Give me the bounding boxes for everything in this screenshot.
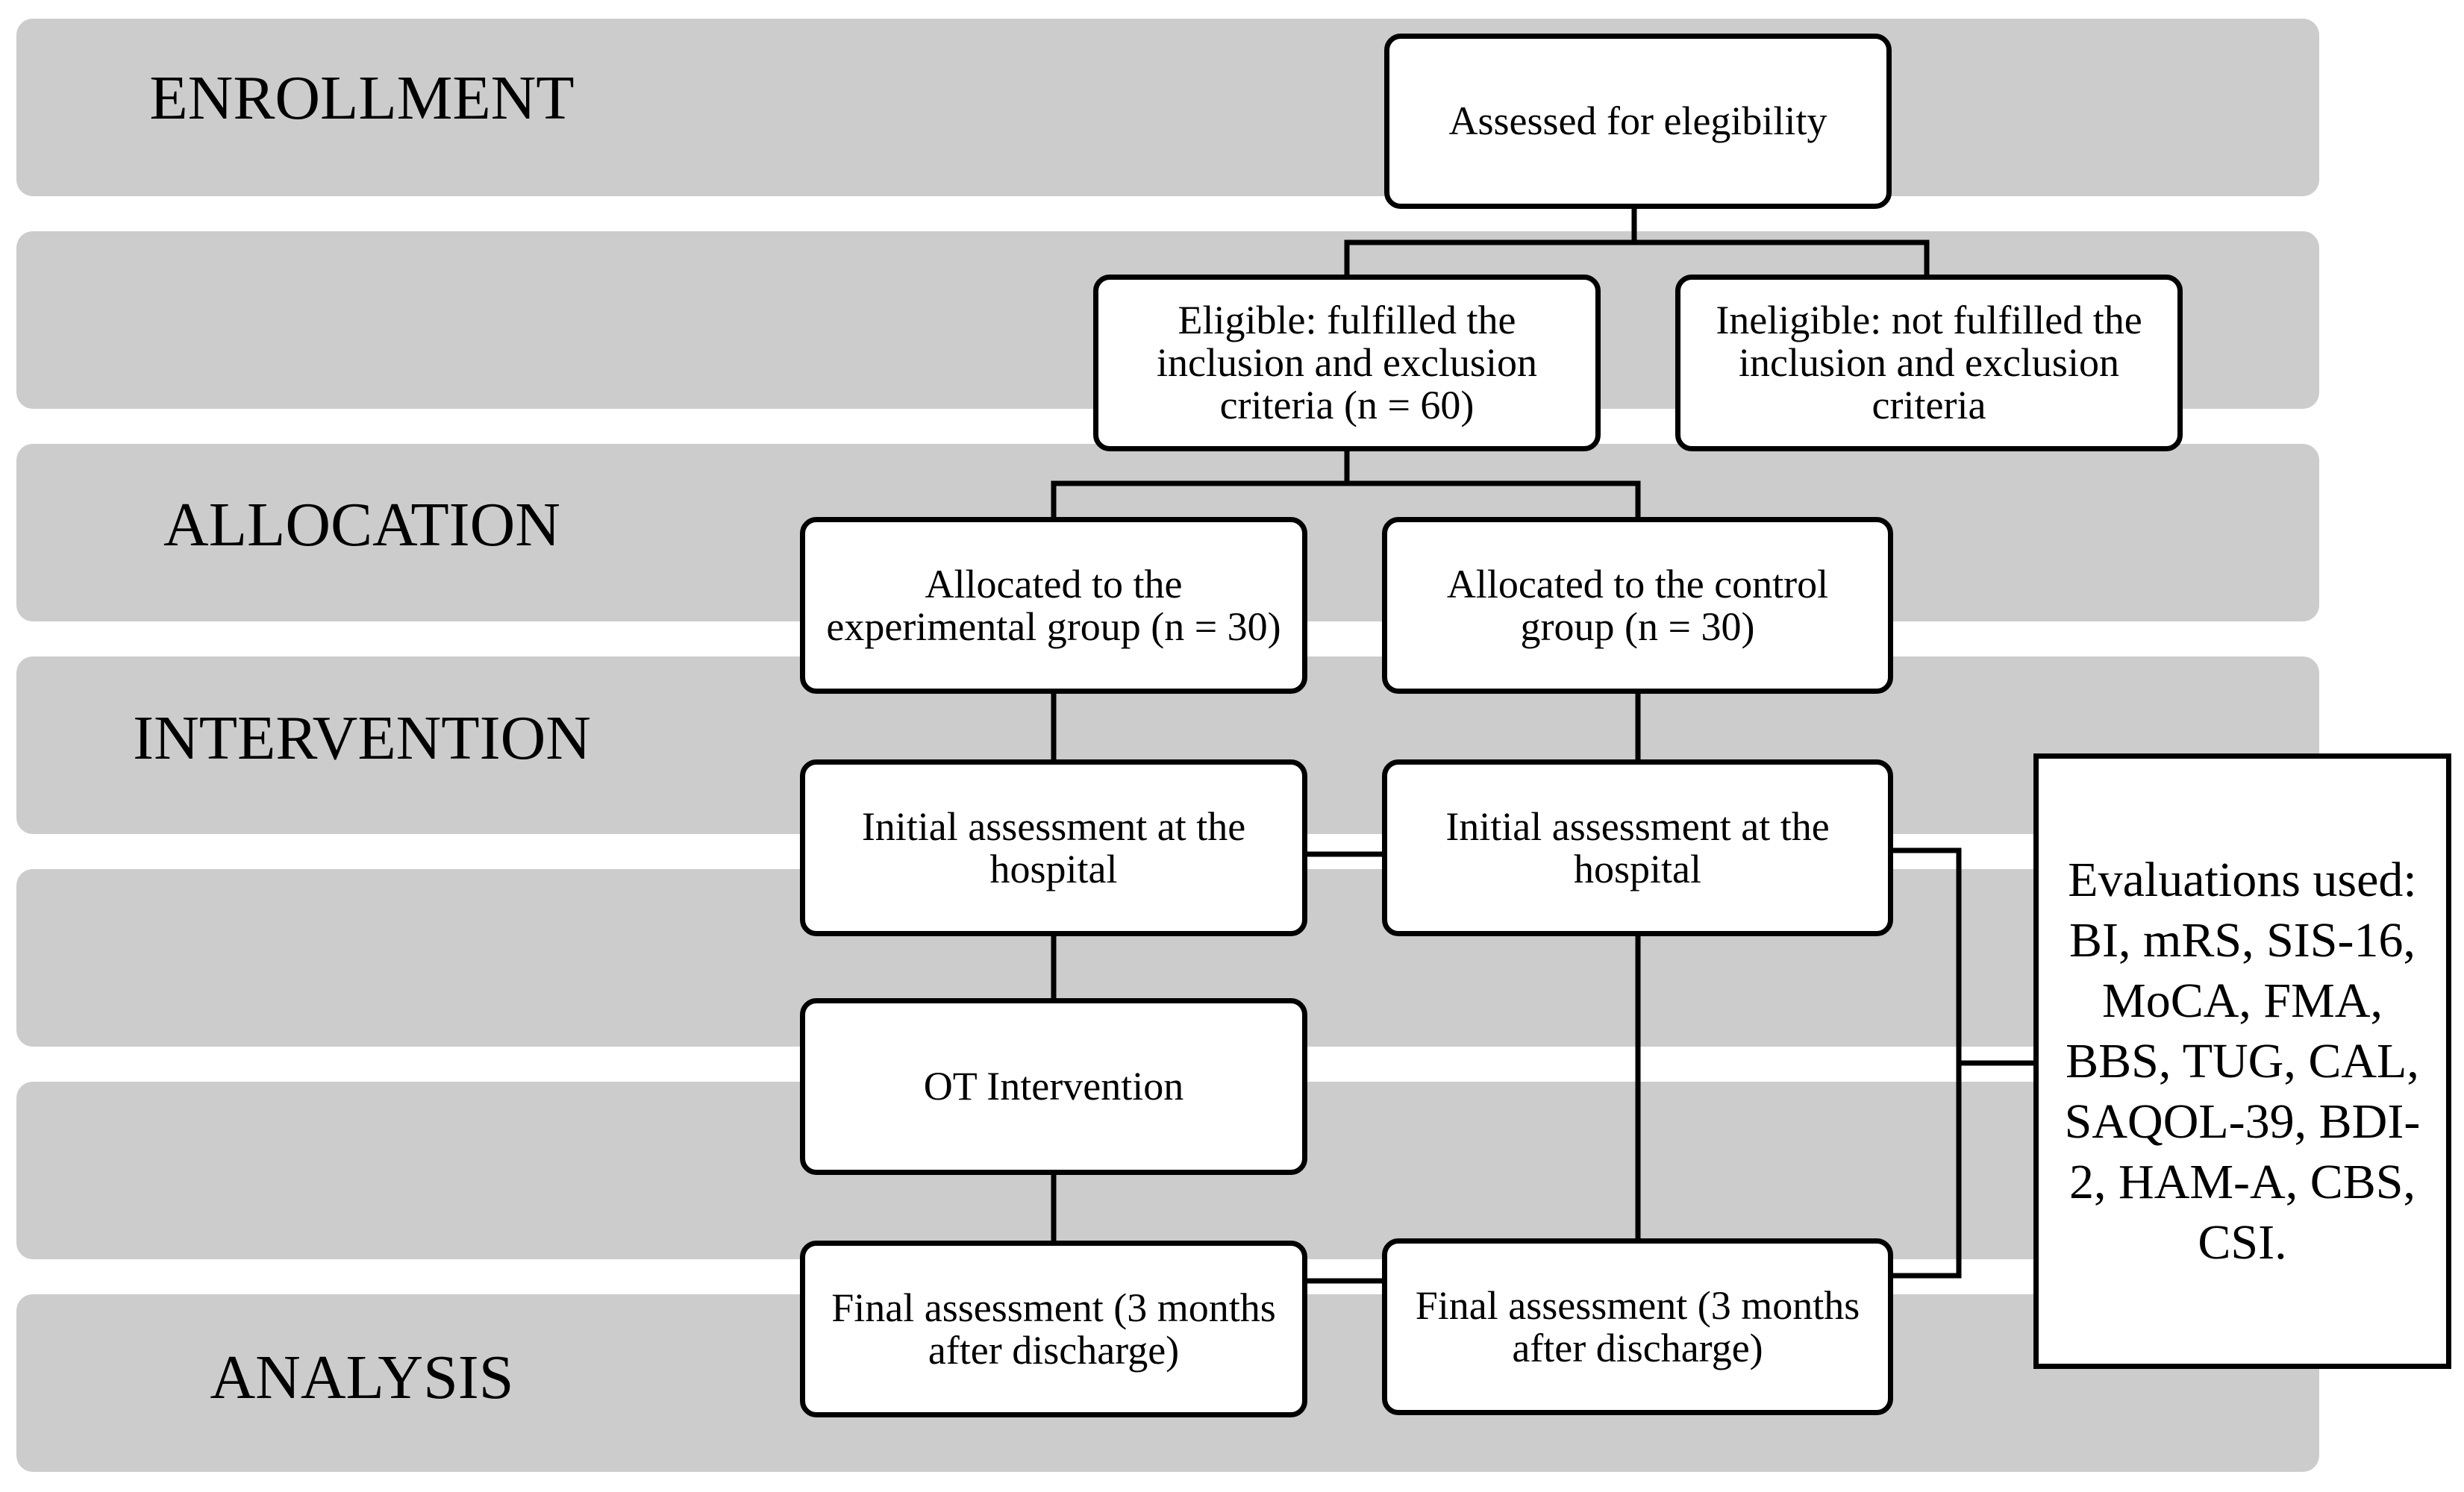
- connector-evaluations-bracket: [1885, 847, 2036, 1279]
- eligible-box: Eligible: fulfilled the inclusion and ex…: [1093, 275, 1601, 451]
- initial-control-box: Initial assessment at the hospital: [1382, 759, 1893, 936]
- phase-label-analysis: ANALYSIS: [210, 1343, 514, 1412]
- ineligible-text: Ineligible: not fulfilled the inclusion …: [1716, 298, 2142, 427]
- alloc-control-text: Allocated to the control group (n = 30): [1446, 561, 1829, 649]
- evaluations-box: Evaluations used: BI, mRS, SIS-16, MoCA,…: [2033, 753, 2451, 1369]
- connector-eligible-split: [1051, 445, 1641, 525]
- ot-intervention-text: OT Intervention: [923, 1064, 1184, 1109]
- initial-control-text: Initial assessment at the hospital: [1445, 803, 1830, 891]
- assessed-text: Assessed for elegibility: [1448, 98, 1827, 143]
- final-control-text: Final assessment (3 months after dischar…: [1415, 1282, 1860, 1370]
- eligible-text: Eligible: fulfilled the inclusion and ex…: [1157, 298, 1537, 427]
- connector-assessed-split: [1344, 202, 1930, 283]
- initial-experimental-box: Initial assessment at the hospital: [800, 759, 1307, 936]
- initial-experimental-text: Initial assessment at the hospital: [861, 803, 1246, 891]
- final-control-box: Final assessment (3 months after dischar…: [1382, 1238, 1893, 1415]
- phase-label-allocation: ALLOCATION: [163, 490, 560, 560]
- phase-label-enrollment: ENROLLMENT: [149, 63, 575, 133]
- ot-intervention-box: OT Intervention: [800, 998, 1307, 1175]
- evaluations-text: Evaluations used: BI, mRS, SIS-16, MoCA,…: [2064, 853, 2421, 1270]
- ineligible-box: Ineligible: not fulfilled the inclusion …: [1675, 275, 2183, 451]
- alloc-control-box: Allocated to the control group (n = 30): [1382, 517, 1893, 694]
- alloc-experimental-text: Allocated to the experimental group (n =…: [826, 561, 1281, 649]
- assessed-box: Assessed for elegibility: [1384, 34, 1892, 209]
- final-experimental-text: Final assessment (3 months after dischar…: [831, 1285, 1276, 1373]
- alloc-experimental-box: Allocated to the experimental group (n =…: [800, 517, 1307, 694]
- final-experimental-box: Final assessment (3 months after dischar…: [800, 1241, 1307, 1417]
- phase-label-intervention: INTERVENTION: [133, 703, 591, 773]
- band-1: [16, 19, 2319, 196]
